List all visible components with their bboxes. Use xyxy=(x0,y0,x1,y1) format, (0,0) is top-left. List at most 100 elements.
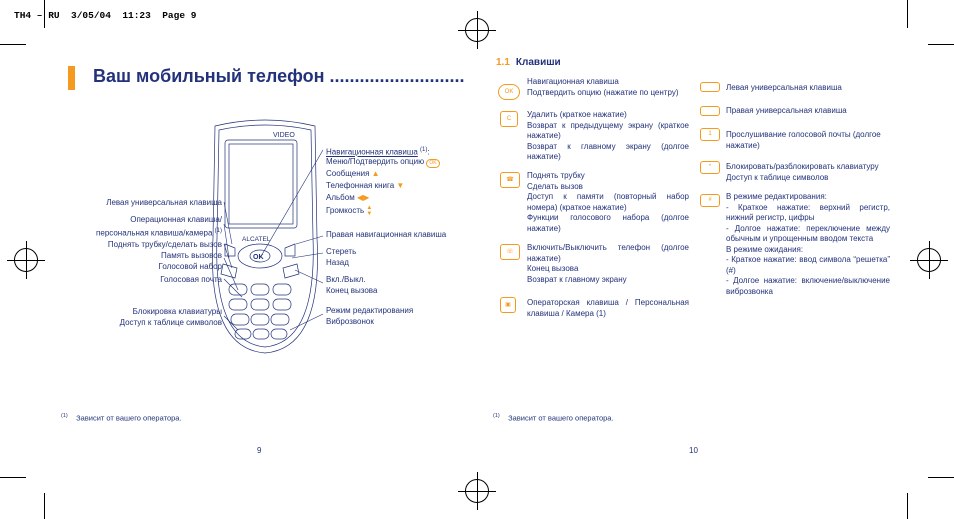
desc-line: Конец вызова xyxy=(527,264,579,273)
desc-line: Операторская клавиша / Персональная клав… xyxy=(527,298,689,318)
key-desc-clear: Удалить (краткое нажатие) Возврат к пред… xyxy=(527,110,689,163)
footnote-text: Зависит от вашего оператора. xyxy=(508,413,614,423)
right-soft-key-icon xyxy=(700,106,720,116)
desc-line: - Краткое нажатие: ввод символа “решетка… xyxy=(726,255,890,275)
hash-key-icon: # xyxy=(700,194,720,207)
label-edit-mode: Режим редактирования xyxy=(326,306,414,315)
label-volume: Громкость ▲▼ xyxy=(326,205,372,217)
label-text: : xyxy=(427,147,430,157)
desc-line: Прослушивание голосовой почты (долгое на… xyxy=(726,130,881,150)
registration-mark-icon xyxy=(910,241,948,279)
arrow-up-down-icon: ▲▼ xyxy=(366,205,373,217)
label-text: персональная клавиша/камера xyxy=(96,228,213,238)
footnote: (1) Зависит от вашего оператора. xyxy=(61,413,182,423)
camera-key-icon: ▣ xyxy=(500,297,516,313)
desc-line: - Долгое нажатие: включение/выключение в… xyxy=(726,276,890,296)
footnote-ref: (1) xyxy=(493,413,500,419)
desc-line: Удалить (краткое нажатие) xyxy=(527,110,627,119)
label-call-memory: Память вызовов xyxy=(161,251,222,260)
left-soft-key-icon xyxy=(700,82,720,92)
video-logo: VIDEO xyxy=(273,132,295,139)
ok-icon: OK xyxy=(426,159,440,168)
clear-key-icon: C xyxy=(500,111,518,127)
label-operator-key: Операционная клавиша/ персональная клави… xyxy=(96,215,222,239)
desc-line: - Долгое нажатие: переключение между обы… xyxy=(726,223,890,244)
label-phonebook: Телефонная книга ▼ xyxy=(326,181,404,192)
crop-mark xyxy=(907,493,908,519)
desc-line: Левая универсальная клавиша xyxy=(726,83,842,92)
desc-line: В режиме редактирования: xyxy=(726,192,827,201)
desc-line: Возврат к главному экрану xyxy=(527,274,627,284)
end-key-icon: ☏ xyxy=(500,244,520,260)
ok-key-label: OK xyxy=(253,254,264,261)
registration-mark-icon xyxy=(458,11,496,49)
desc-line: Правая универсальная клавиша xyxy=(726,106,847,115)
footnote-ref: (1) xyxy=(61,413,68,419)
key-desc-voicemail: Прослушивание голосовой почты (долгое на… xyxy=(726,130,890,151)
key-desc-end: Включить/Выключить телефон (долгое нажат… xyxy=(527,243,689,285)
footnote-text: Зависит от вашего оператора. xyxy=(76,413,182,423)
label-text: Телефонная книга xyxy=(326,181,395,190)
label-vibra: Виброзвонок xyxy=(326,317,374,326)
label-erase: Стереть xyxy=(326,247,357,256)
arrow-down-icon: ▼ xyxy=(396,181,405,190)
label-keypad-lock: Блокировка клавиатуры xyxy=(132,307,222,316)
desc-line: В режиме ожидания: xyxy=(726,244,804,254)
crop-mark xyxy=(44,493,45,519)
crop-mark xyxy=(928,44,954,45)
label-text: Альбом xyxy=(326,193,355,202)
title-accent-bar xyxy=(68,66,75,90)
label-back: Назад xyxy=(326,258,349,267)
crop-mark xyxy=(0,477,26,478)
page-number: 10 xyxy=(689,446,698,455)
section-number: 1.1 xyxy=(496,57,510,68)
registration-mark-icon xyxy=(7,241,45,279)
desc-line: Подтвердить опцию (нажатие по центру) xyxy=(527,87,679,97)
label-symbols: Доступ к таблице символов xyxy=(119,318,222,327)
desc-line: Блокировать/разблокировать клавиатуру xyxy=(726,162,879,171)
arrow-left-right-icon: ◀▶ xyxy=(356,193,370,202)
label-messages: Сообщения ▲ xyxy=(326,169,380,180)
label-text: Громкость xyxy=(326,206,365,216)
desc-line: Поднять трубку xyxy=(527,171,585,180)
print-header: TH4 – RU 3/05/04 11:23 Page 9 xyxy=(14,10,197,21)
send-key-icon: ☎ xyxy=(500,172,520,188)
crop-mark xyxy=(928,477,954,478)
desc-line: Доступ к таблице символов xyxy=(726,172,829,182)
arrow-up-icon: ▲ xyxy=(371,169,380,178)
crop-mark xyxy=(0,44,26,45)
footnote: (1) Зависит от вашего оператора. xyxy=(493,413,614,423)
desc-line: Возврат к главному экрану (долгое нажати… xyxy=(527,141,689,162)
label-left-soft-key: Левая универсальная клавиша xyxy=(106,198,222,207)
footnote-ref: (1) xyxy=(214,227,222,234)
label-pickup: Поднять трубку/сделать вызов xyxy=(107,240,222,249)
label-right-nav: Правая навигационная клавиша xyxy=(326,230,447,239)
label-voice-dial: Голосовой набор xyxy=(158,262,222,271)
key-desc-star: Блокировать/разблокировать клавиатуру До… xyxy=(726,162,890,183)
crop-mark xyxy=(907,0,908,28)
label-text: Навигационная клавиша xyxy=(326,147,418,157)
registration-mark-icon xyxy=(458,472,496,510)
voicemail-key-icon: 1 xyxy=(700,128,720,141)
key-desc-nav: Навигационная клавиша Подтвердить опцию … xyxy=(527,77,689,98)
desc-line: Доступ к памяти (повторный набор номера)… xyxy=(527,192,689,212)
page-number: 9 xyxy=(257,446,262,455)
label-album: Альбом ◀▶ xyxy=(326,193,369,204)
brand-logo: ALCATEL xyxy=(242,236,271,243)
page-title: Ваш мобильный телефон ..................… xyxy=(93,66,465,86)
label-onoff: Вкл./Выкл. xyxy=(326,275,366,284)
key-desc-send: Поднять трубку Сделать вызов Доступ к па… xyxy=(527,171,689,234)
desc-line: Функции голосового набора (долгое нажати… xyxy=(527,213,689,233)
desc-line: Сделать вызов xyxy=(527,181,583,191)
label-text: Меню/Подтвердить опцию xyxy=(326,157,425,166)
label-text: Операционная клавиша/ xyxy=(130,215,222,224)
label-nav-key: Навигационная клавиша (1): xyxy=(326,145,430,158)
label-menu-confirm: Меню/Подтвердить опцию OK xyxy=(326,157,440,168)
key-desc-right-soft: Правая универсальная клавиша xyxy=(726,106,890,117)
key-desc-hash: В режиме редактирования: - Краткое нажат… xyxy=(726,192,890,297)
label-end-call: Конец вызова xyxy=(326,286,378,295)
star-key-icon: * xyxy=(700,161,720,174)
crop-mark xyxy=(44,0,45,28)
